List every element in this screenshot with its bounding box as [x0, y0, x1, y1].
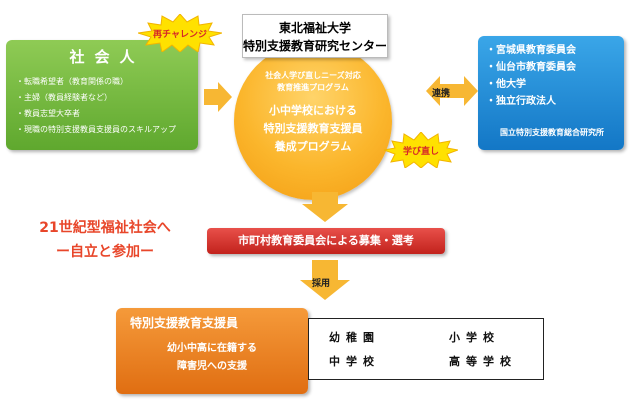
social-item: 現職の特別支援教員支援員のスキルアップ: [16, 122, 176, 138]
supporter-title: 特別支援教育支援員: [130, 316, 239, 330]
social-list: 転職希望者（教育関係の職） 主婦（教員経験者など） 教員志望大卒者 現職の特別支…: [16, 74, 176, 138]
center-title-line2: 特別支援教育研究センター: [243, 39, 388, 53]
schools-box: 幼稚園 小学校 中学校 高等学校: [308, 318, 544, 380]
program-subtitle-line2: 教育推進プログラム: [277, 83, 349, 92]
arrow-down-icon: [300, 260, 350, 300]
program-title: 小中学校における 特別支援教育支援員 養成プログラム: [244, 102, 382, 156]
program-title-line3: 養成プログラム: [274, 140, 352, 153]
program-title-line2: 特別支援教育支援員: [263, 122, 363, 135]
partner-item: 他大学: [486, 76, 576, 93]
program-title-line1: 小中学校における: [269, 104, 357, 117]
social-item: 主婦（教員経験者など）: [16, 90, 176, 106]
recruit-bar: 市町村教育委員会による募集・選考: [207, 228, 445, 254]
caption-line1: 21世紀型福祉社会へ: [39, 220, 171, 236]
program-subtitle: 社会人学び直しニーズ対応 教育推進プログラム: [244, 70, 382, 94]
school-kindergarten: 幼稚園: [329, 331, 380, 344]
center-title-box: 東北福祉大学 特別支援教育研究センター: [242, 14, 388, 58]
partner-item: 宮城県教育委員会: [486, 42, 576, 59]
program-subtitle-line1: 社会人学び直しニーズ対応: [265, 71, 361, 80]
partners-list: 宮城県教育委員会 仙台市教育委員会 他大学 独立行政法人: [486, 42, 576, 110]
partner-item: 仙台市教育委員会: [486, 59, 576, 76]
social-box: 社会人 転職希望者（教育関係の職） 主婦（教員経験者など） 教員志望大卒者 現職…: [6, 40, 198, 150]
rechallenge-label: 再チャレンジ: [153, 29, 207, 40]
center-title-line1: 東北福祉大学: [278, 21, 351, 35]
social-title: 社会人: [69, 48, 145, 66]
manabinaoshi-burst: 学び直し: [382, 131, 460, 169]
saiyo-label: 採用: [312, 279, 331, 289]
supporter-box: 特別支援教育支援員 幼小中高に在籍する 障害児への支援: [116, 308, 308, 394]
supporter-desc-line1: 幼小中高に在籍する: [167, 343, 257, 354]
social-item: 教員志望大卒者: [16, 106, 176, 122]
arrow-down-icon: [302, 192, 348, 222]
school-elementary: 小学校: [449, 331, 500, 344]
rechallenge-burst: 再チャレンジ: [137, 13, 223, 53]
partner-sub: 国立特別支援教育総合研究所: [500, 128, 604, 137]
partner-item: 独立行政法人: [486, 93, 576, 110]
supporter-desc-line2: 障害児への支援: [177, 361, 247, 372]
program-circle: [234, 42, 392, 200]
caption: 21世紀型福祉社会へ ー自立と参加ー: [20, 216, 190, 264]
school-junior-high: 中学校: [329, 355, 380, 368]
caption-line2: ー自立と参加ー: [56, 244, 154, 260]
supporter-desc: 幼小中高に在籍する 障害児への支援: [116, 340, 308, 376]
social-item: 転職希望者（教育関係の職）: [16, 74, 176, 90]
partners-box: 宮城県教育委員会 仙台市教育委員会 他大学 独立行政法人 国立特別支援教育総合研…: [478, 36, 624, 150]
double-arrow-icon: [426, 66, 478, 116]
school-high: 高等学校: [449, 355, 517, 368]
renkei-label: 連携: [432, 89, 451, 99]
manabinaoshi-label: 学び直し: [402, 146, 439, 157]
arrow-right-icon: [204, 82, 232, 112]
